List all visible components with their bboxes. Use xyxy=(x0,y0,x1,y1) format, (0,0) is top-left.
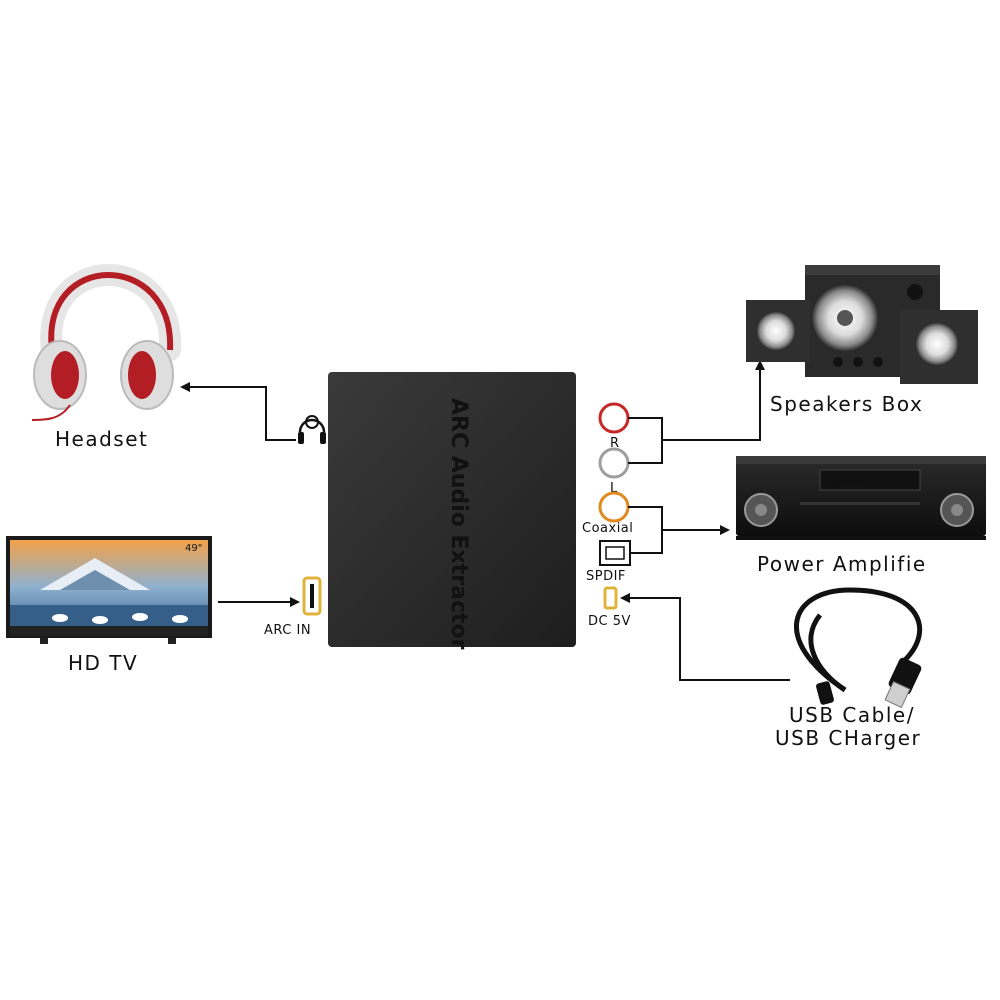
speakers-box-image xyxy=(746,265,978,384)
arc-in-port-slot xyxy=(310,584,314,608)
wire-rl-bracket xyxy=(628,417,663,464)
spdif-label: SPDIF xyxy=(586,569,626,584)
device-title: ARC Audio Extractor xyxy=(446,398,471,650)
rca-left-port xyxy=(598,447,630,479)
rca-right-label: R xyxy=(610,436,620,451)
headphone-jack-icon xyxy=(298,415,326,444)
dc-label: DC 5V xyxy=(588,614,631,629)
tv-screen-size: 49" xyxy=(185,543,202,554)
power-amplifier-image xyxy=(736,456,986,540)
rca-left-label: L xyxy=(610,481,618,496)
power-amplifier-label: Power Amplifie xyxy=(757,552,927,576)
coaxial-port xyxy=(598,491,630,523)
headset-label: Headset xyxy=(55,427,148,451)
wire-headset xyxy=(180,382,296,441)
arc-in-label: ARC IN xyxy=(264,623,311,638)
amplifier-display: Bluetooth Sci-Fi xyxy=(826,477,888,486)
usb-cable-image xyxy=(793,587,923,709)
wire-usb xyxy=(620,593,790,681)
headset-image xyxy=(31,264,182,421)
device-box xyxy=(328,372,576,647)
speakers-box-label: Speakers Box xyxy=(770,392,923,416)
spdif-port-inner xyxy=(605,546,625,560)
hd-tv-label: HD TV xyxy=(68,651,138,675)
dc-port xyxy=(603,586,618,610)
rca-right-port xyxy=(598,402,630,434)
coaxial-label: Coaxial xyxy=(582,521,633,536)
hd-tv-image xyxy=(6,536,212,644)
spdif-port xyxy=(599,540,631,566)
usb-label-line2: USB CHarger xyxy=(775,726,921,750)
wire-speakers xyxy=(662,360,765,441)
usb-label-line1: USB Cable/ xyxy=(789,703,915,727)
